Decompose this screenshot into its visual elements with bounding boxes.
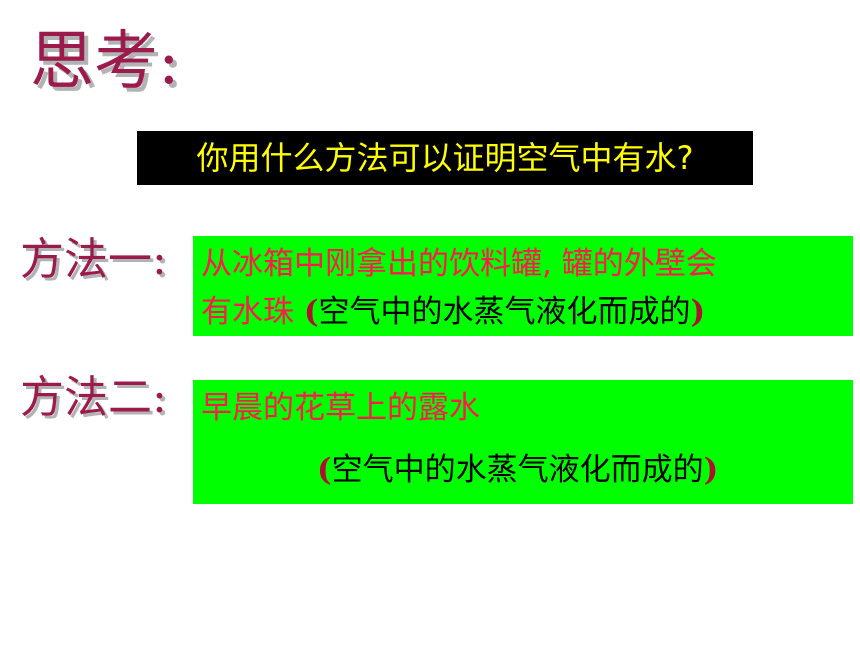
method-one-answer-box: 从冰箱中刚拿出的饮料罐, 罐的外壁会 有水珠 (空气中的水蒸气液化而成的) — [193, 236, 853, 336]
method-one-explanation: 空气中的水蒸气液化而成的 — [318, 294, 691, 330]
method-one-line-2: 有水珠 (空气中的水蒸气液化而成的) — [201, 288, 845, 336]
method-two-line-1: 早晨的花草上的露水 — [201, 390, 480, 426]
method-one-paren-open: ( — [303, 294, 319, 330]
method-two-label: 方法二: — [20, 372, 167, 423]
method-two-line-2: (空气中的水蒸气液化而成的) — [201, 446, 845, 494]
method-one-line-2-red: 有水珠 — [201, 294, 304, 330]
method-one-paren-close: ) — [690, 294, 706, 330]
slide-title: 思考: — [30, 25, 180, 99]
method-one-line-1: 从冰箱中刚拿出的饮料罐, 罐的外壁会 — [201, 246, 717, 282]
question-box: 你用什么方法可以证明空气中有水? — [137, 131, 753, 185]
method-two-explanation: 空气中的水蒸气液化而成的 — [331, 452, 704, 488]
method-two-paren-open: ( — [317, 452, 332, 488]
method-two-paren-close: ) — [703, 452, 719, 488]
method-one-label: 方法一: — [20, 234, 167, 285]
method-two-answer-box: 早晨的花草上的露水 (空气中的水蒸气液化而成的) — [193, 380, 853, 504]
